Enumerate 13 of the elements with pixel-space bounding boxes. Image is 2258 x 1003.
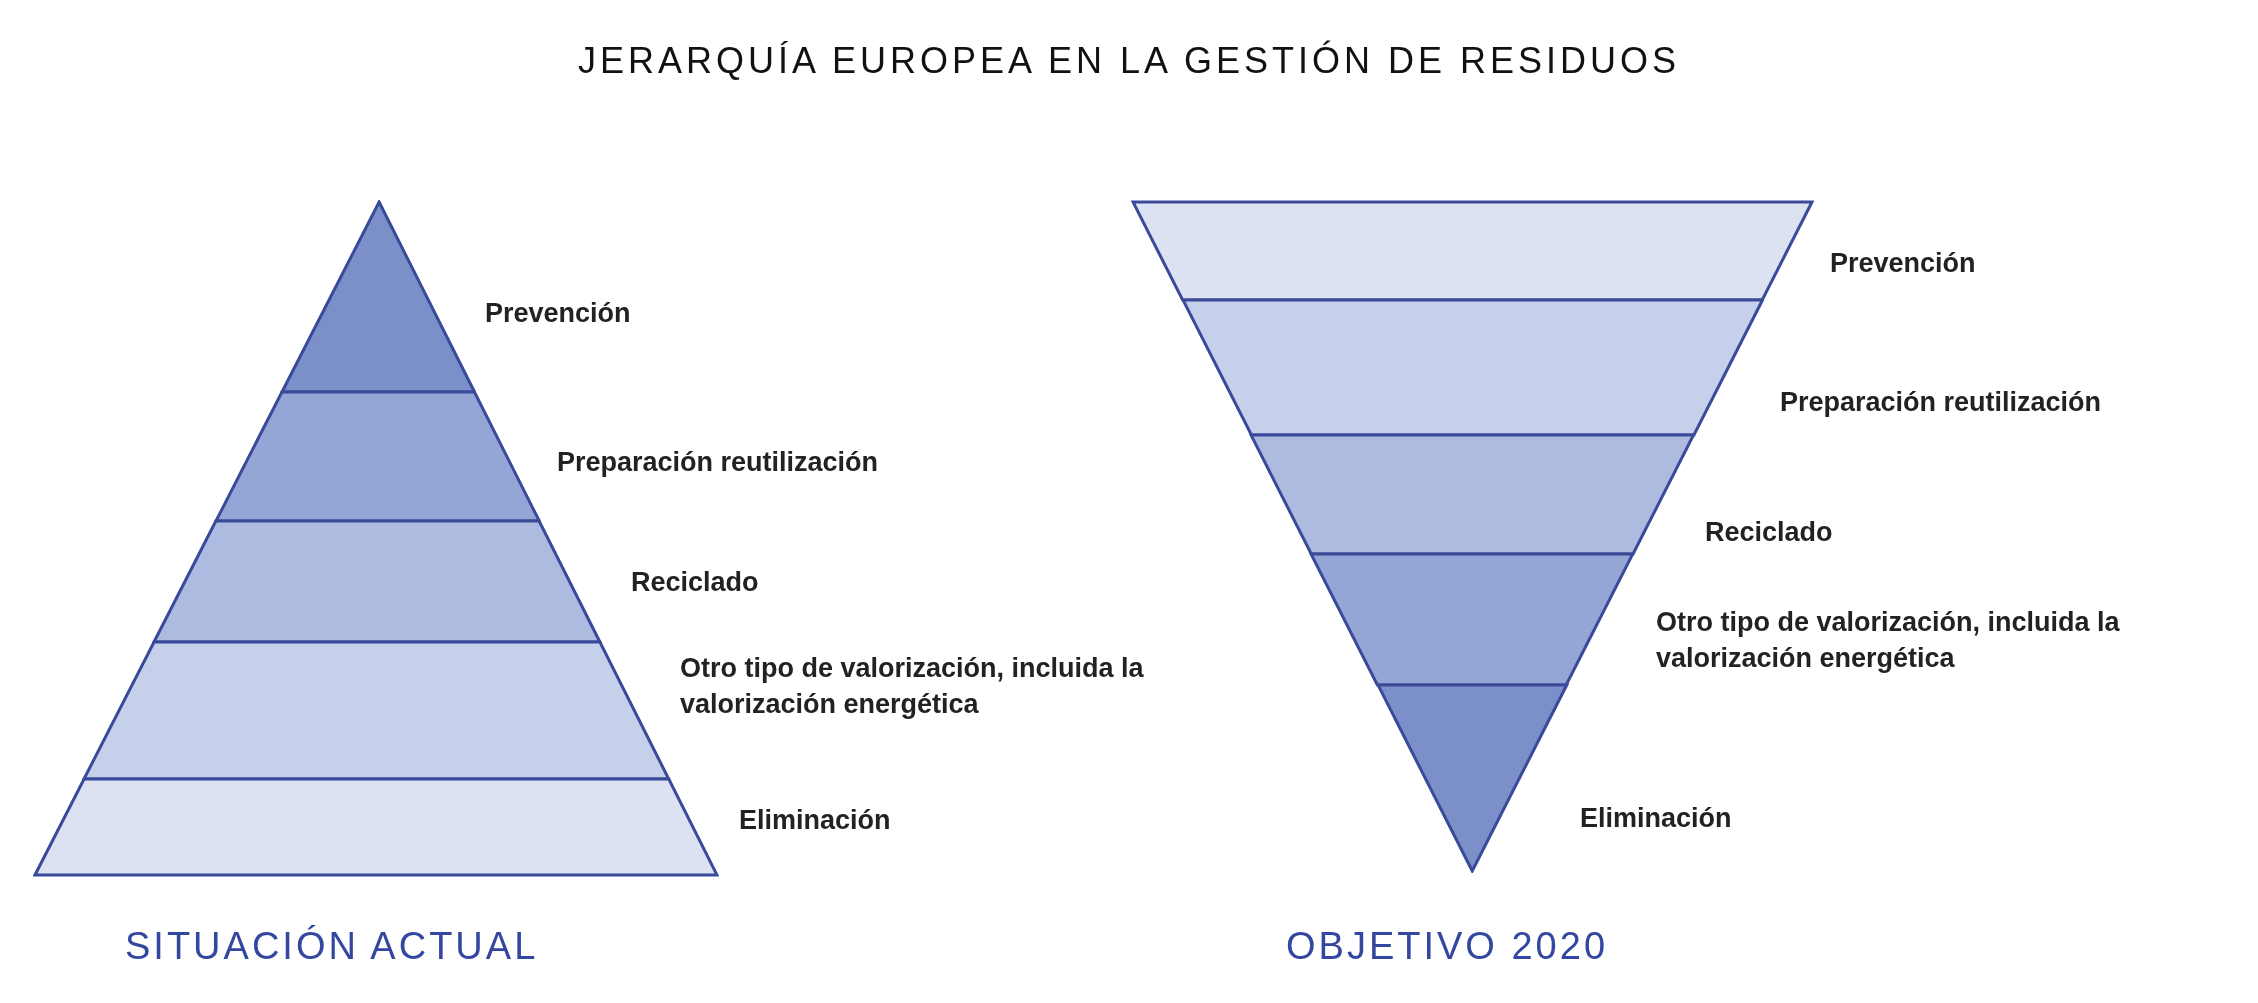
tier-label: Preparación reutilización [1780, 386, 2102, 419]
diagram-title: JERARQUÍA EUROPEA EN LA GESTIÓN DE RESIDUOS [577, 40, 1681, 81]
tier-label: Eliminación [739, 804, 891, 837]
tier-label: Otro tipo de valorización, incluida la valorización energética [1656, 606, 2121, 675]
tier-label: Prevención [1830, 247, 1976, 280]
tier-label: Eliminación [1580, 802, 1732, 835]
tier-label: Reciclado [1705, 516, 1833, 549]
pyramid-caption: SITUACIÓN ACTUAL [125, 925, 539, 968]
tier-label: Prevención [485, 297, 631, 330]
tier-label: Preparación reutilización [557, 446, 879, 479]
pyramid-caption: OBJETIVO 2020 [1286, 925, 1608, 968]
tier-label: Reciclado [631, 566, 759, 599]
tier-label: Otro tipo de valorización, incluida la valorización energética [680, 652, 1145, 721]
